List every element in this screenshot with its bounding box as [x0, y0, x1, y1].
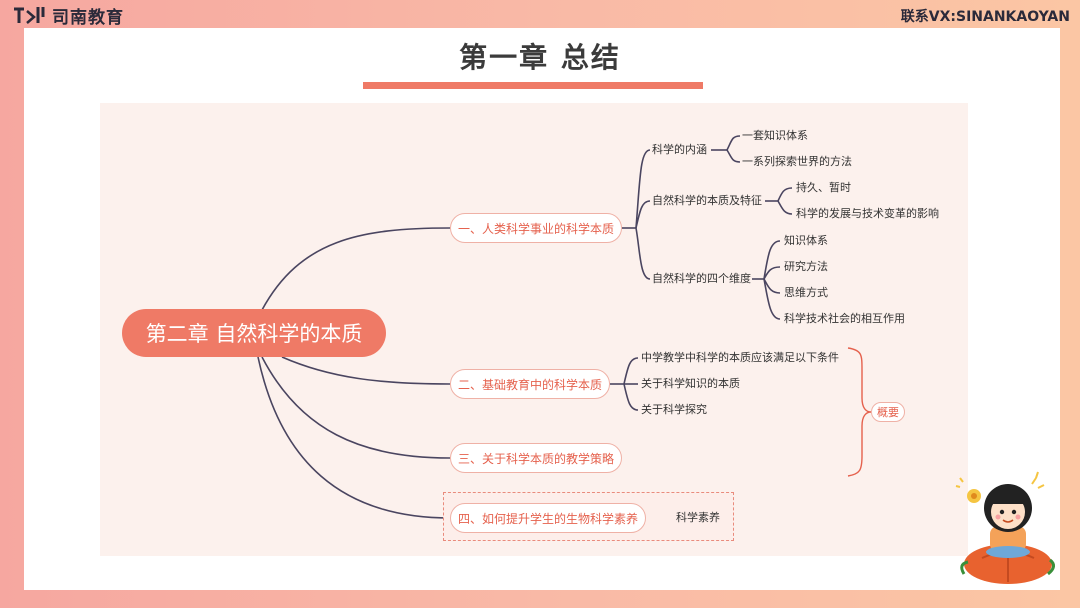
leaf-conditions: 中学教学中科学的本质应该满足以下条件	[641, 351, 839, 364]
brand-logo: 司南教育	[12, 4, 124, 28]
branch-node-2: 二、基础教育中的科学本质	[450, 369, 610, 399]
leaf-exploration-methods: 一系列探索世界的方法	[742, 155, 852, 168]
leaf-durable-tentative: 持久、暂时	[796, 181, 851, 194]
branch-node-1: 一、人类科学事业的科学本质	[450, 213, 622, 243]
sinan-logo-icon	[14, 7, 45, 24]
summary-node: 概要	[871, 402, 905, 422]
leaf-knowledge-system: 一套知识体系	[742, 129, 808, 142]
leaf-inquiry: 关于科学探究	[641, 403, 707, 416]
title-underline	[363, 82, 703, 89]
slide-title: 第一章 总结	[459, 41, 621, 74]
mindmap-root-node: 第二章 自然科学的本质	[122, 309, 386, 357]
branch-node-4: 四、如何提升学生的生物科学素养	[450, 503, 646, 533]
contact-info: 联系VX:SINANKAOYAN	[900, 9, 1070, 25]
mascot-girl-pumpkin-icon	[955, 471, 1055, 584]
summary-bracket	[847, 347, 872, 477]
leaf-tech-change-impact: 科学的发展与技术变革的影响	[796, 207, 939, 220]
leaf-dim-knowledge: 知识体系	[784, 234, 828, 247]
connector-root-b4	[257, 356, 451, 519]
leaf-dim-sts: 科学技术社会的相互作用	[784, 312, 905, 325]
leaf-scientific-literacy: 科学素养	[676, 511, 720, 524]
connector-root-b2	[281, 356, 451, 385]
subnode-science-connotation: 科学的内涵	[652, 143, 707, 156]
top-bar: 司南教育 联系VX:SINANKAOYAN	[0, 0, 1080, 30]
subnode-four-dimensions: 自然科学的四个维度	[652, 272, 751, 285]
subnode-nature-features: 自然科学的本质及特征	[652, 194, 762, 207]
leaf-knowledge-nature: 关于科学知识的本质	[641, 377, 740, 390]
logo-text: 司南教育	[52, 7, 124, 28]
branch-node-3: 三、关于科学本质的教学策略	[450, 443, 622, 473]
leaf-dim-methods: 研究方法	[784, 260, 828, 273]
connector-root-b3	[261, 356, 451, 459]
leaf-dim-thinking: 思维方式	[784, 286, 828, 299]
connector-root-b1	[261, 227, 451, 311]
